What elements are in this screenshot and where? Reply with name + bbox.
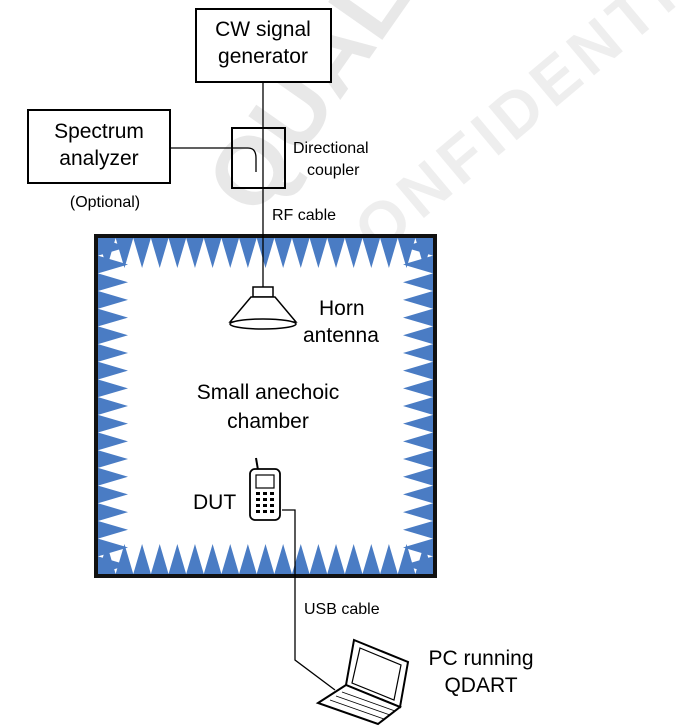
phone-icon (249, 457, 281, 521)
absorber-spike (291, 544, 310, 574)
directional-coupler-label-line2: coupler (307, 162, 360, 179)
absorber-spike (256, 544, 275, 574)
absorber-spike (403, 520, 433, 539)
spectrum-analyzer: Spectrum analyzer (Optional) (27, 109, 171, 211)
coupler-branch-line (170, 147, 257, 172)
horn-antenna-label-line1: Horn (319, 297, 365, 320)
absorber-spike (344, 238, 363, 268)
absorber-spike (403, 538, 433, 557)
pc-label-line1: PC running (428, 647, 533, 670)
absorber-spike (133, 238, 151, 268)
directional-coupler-label-line1: Directional (293, 140, 369, 157)
absorber-spike (98, 397, 128, 415)
absorber-spike (403, 291, 433, 309)
absorber-spike (98, 326, 128, 345)
absorber-spike (403, 344, 433, 362)
absorber-spike (403, 467, 433, 486)
absorber-spike (98, 361, 128, 380)
absorber-spike (403, 485, 433, 504)
absorber-spike (98, 273, 128, 292)
absorber-spike (98, 379, 128, 398)
absorber-spike (327, 238, 345, 268)
absorber-spike (380, 238, 398, 268)
absorber-spike (98, 485, 128, 504)
cw-generator-label-line2: generator (218, 45, 308, 68)
pc-label-line2: QDART (444, 674, 517, 697)
absorber-spike (98, 503, 128, 521)
horn-antenna-icon (228, 286, 298, 330)
absorber-spike (256, 238, 275, 268)
absorber-spike (362, 544, 381, 574)
absorber-spike (98, 538, 128, 557)
absorber-spike (221, 544, 240, 574)
absorber-spike (203, 238, 222, 268)
absorber-spike (403, 432, 433, 451)
absorber-spike (403, 308, 433, 327)
absorber-spike (168, 544, 187, 574)
absorber-spike (403, 450, 433, 468)
absorber-spike (403, 503, 433, 521)
absorber-spike (274, 544, 292, 574)
absorber-spike (98, 238, 128, 256)
chamber-label-line2: chamber (227, 410, 309, 433)
usb-cable-line (282, 509, 336, 691)
absorber-spike (380, 544, 398, 574)
optional-label: (Optional) (70, 194, 140, 211)
absorber-spike (239, 238, 257, 268)
absorber-spike (98, 344, 128, 362)
absorber-spike (239, 544, 257, 574)
absorber-spike (403, 273, 433, 292)
absorber-spike (291, 238, 310, 268)
absorber-spike (186, 544, 204, 574)
absorber-spike (344, 544, 363, 574)
spectrum-analyzer-box (27, 109, 171, 184)
connections (170, 82, 336, 691)
absorber-spike (327, 544, 345, 574)
directional-coupler-box (231, 127, 286, 189)
absorber-spike (133, 544, 151, 574)
absorber-spike (98, 432, 128, 451)
absorber-spike (203, 544, 222, 574)
absorber-spike (98, 414, 128, 433)
cw-signal-generator: CW signal generator (195, 8, 332, 83)
absorber-spike (98, 291, 128, 309)
absorber-spike (403, 255, 433, 274)
absorber-spike (403, 397, 433, 415)
horn-antenna-label-line2: antenna (303, 324, 379, 347)
rf-cable-label: RF cable (272, 207, 336, 224)
usb-cable-label: USB cable (304, 601, 380, 618)
absorber-spike (403, 361, 433, 380)
absorber-spike (221, 238, 240, 268)
absorber-spike (150, 238, 169, 268)
absorber-spike (98, 450, 128, 468)
absorber-spike (403, 238, 433, 256)
absorber-spike (403, 414, 433, 433)
absorber-spike (274, 238, 292, 268)
spectrum-analyzer-label-line1: Spectrum (54, 120, 144, 143)
absorber-spike (403, 326, 433, 345)
absorber-spike (98, 467, 128, 486)
dut-label: DUT (193, 491, 236, 514)
absorber-spike (98, 556, 128, 574)
absorber-spikes (98, 238, 433, 574)
spectrum-analyzer-label-line2: analyzer (59, 147, 138, 170)
absorber-spike (98, 308, 128, 327)
absorber-spike (403, 556, 433, 574)
cw-generator-box (195, 8, 332, 83)
directional-coupler: Directional coupler (231, 127, 369, 189)
chamber-label-line1: Small anechoic (197, 381, 339, 404)
cw-generator-label-line1: CW signal (215, 18, 311, 41)
laptop-icon (315, 638, 410, 726)
absorber-spike (309, 544, 328, 574)
absorber-spike (362, 238, 381, 268)
absorber-spike (186, 238, 204, 268)
absorber-spike (150, 544, 169, 574)
absorber-spike (168, 238, 187, 268)
absorber-spike (98, 520, 128, 539)
absorber-spike (98, 255, 128, 274)
absorber-spike (309, 238, 328, 268)
absorber-spike (403, 379, 433, 398)
